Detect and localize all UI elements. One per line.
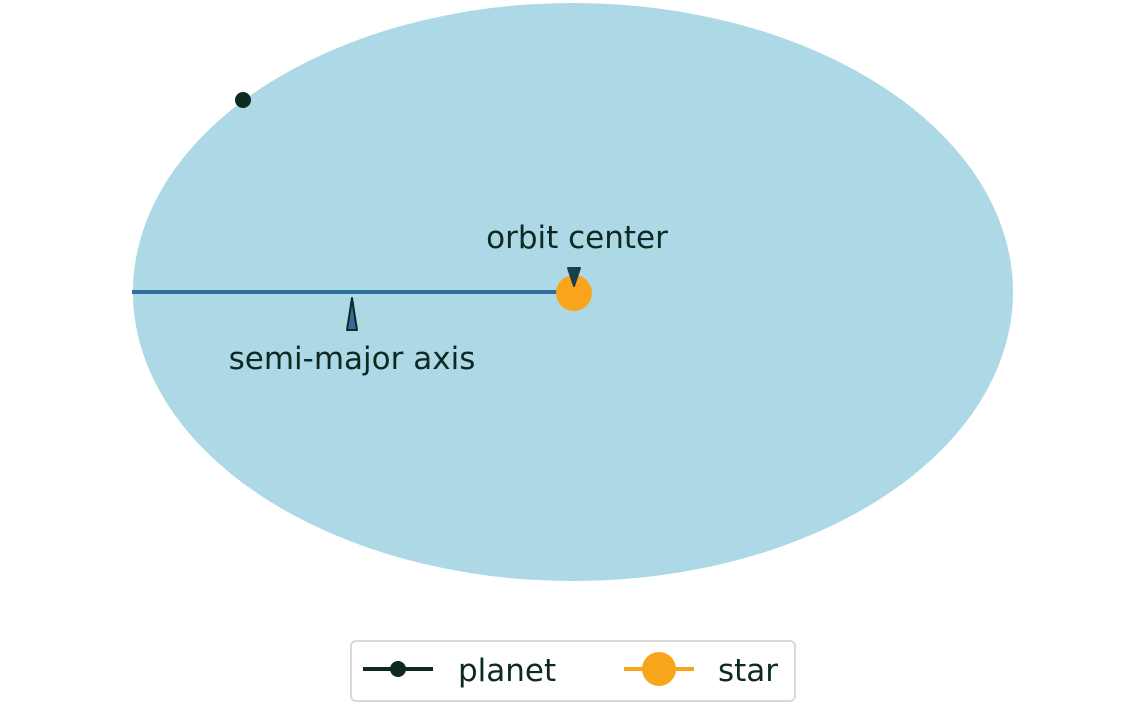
legend-star-label: star [718, 653, 778, 689]
legend-planet-label: planet [458, 653, 556, 689]
legend-item-planet: planet [363, 653, 556, 689]
semi-major-axis-label: semi-major axis [229, 341, 476, 377]
legend: planet star [350, 640, 796, 702]
planet-marker [235, 92, 251, 108]
orbit-center-arrow [567, 267, 581, 287]
legend-star-dot [642, 652, 676, 686]
star-marker [556, 275, 592, 311]
orbit-center-label: orbit center [486, 220, 668, 256]
legend-box [350, 640, 796, 702]
semi-major-axis-arrow [346, 297, 358, 331]
legend-item-star: star [624, 652, 778, 689]
legend-planet-dot [390, 661, 406, 677]
